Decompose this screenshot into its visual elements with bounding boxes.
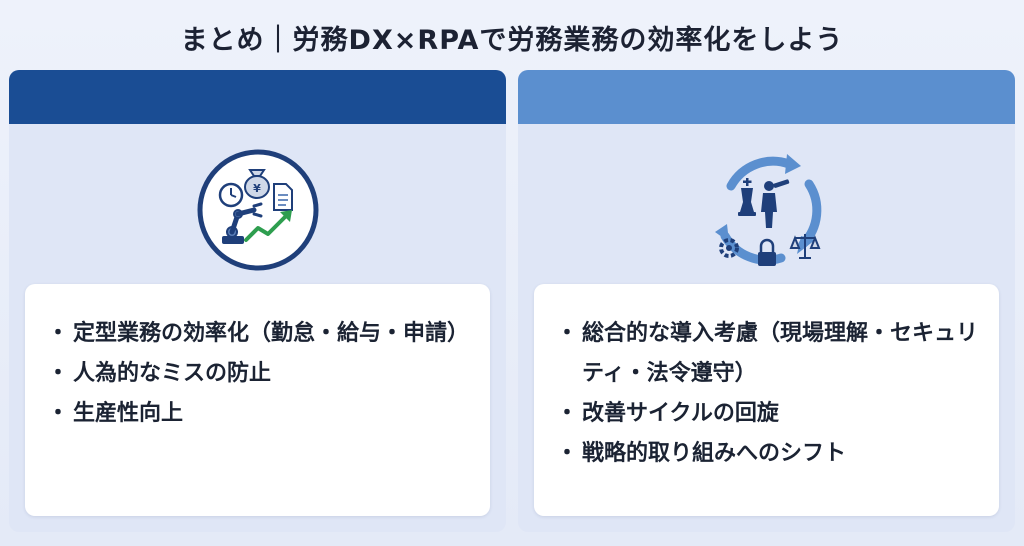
svg-text:¥: ¥	[253, 182, 261, 195]
list-item: 総合的な導入考慮（現場理解・セキュリティ・法令遵守）	[556, 314, 979, 394]
right-panel-header	[518, 70, 1015, 124]
left-panel-header	[9, 70, 506, 124]
chess-king-icon	[737, 178, 756, 216]
gear-icon	[718, 238, 739, 258]
growth-arrow-icon	[243, 210, 292, 242]
left-summary-card: 定型業務の効率化（勤怠・給与・申請） 人為的なミスの防止 生産性向上	[25, 284, 490, 516]
lock-icon	[757, 238, 776, 266]
left-panel: ¥	[9, 70, 506, 532]
robot-arm-icon	[221, 202, 262, 244]
strategy-cycle-icon	[697, 140, 837, 280]
right-panel: 総合的な導入考慮（現場理解・セキュリティ・法令遵守） 改善サイクルの回旋 戦略的…	[518, 70, 1015, 532]
rpa-automation-icon: ¥	[188, 140, 328, 280]
scales-icon	[789, 234, 820, 259]
list-item: 戦略的取り組みへのシフト	[556, 434, 979, 474]
list-item: 人為的なミスの防止	[47, 354, 470, 394]
list-item: 改善サイクルの回旋	[556, 394, 979, 434]
list-item: 生産性向上	[47, 394, 470, 434]
money-bag-icon: ¥	[243, 169, 270, 199]
clock-icon	[218, 182, 243, 208]
page-title: まとめ｜労務DX×RPAで労務業務の効率化をしよう	[180, 25, 844, 56]
person-telescope-icon	[760, 179, 789, 228]
right-summary-card: 総合的な導入考慮（現場理解・セキュリティ・法令遵守） 改善サイクルの回旋 戦略的…	[534, 284, 999, 516]
list-item: 定型業務の効率化（勤怠・給与・申請）	[47, 314, 470, 354]
document-icon	[272, 183, 293, 211]
